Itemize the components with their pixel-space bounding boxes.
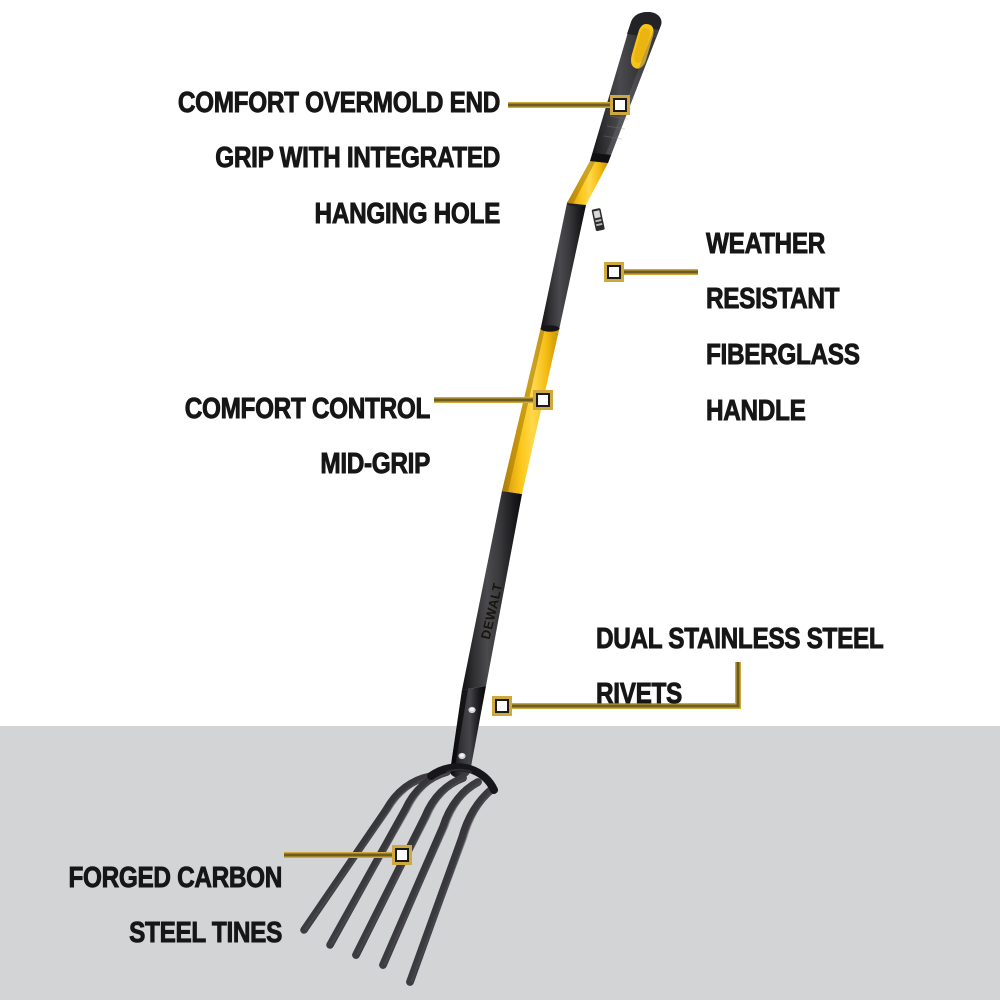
comfort-overmold-end-grip	[590, 12, 662, 163]
callout-fiberglass-handle-line-3: FIBERGLASS	[706, 339, 861, 372]
hanging-hole	[631, 24, 654, 69]
callout-tines-line-2: STEEL TINES	[129, 917, 283, 950]
marker-tines[interactable]	[392, 845, 412, 865]
callout-mid-grip-line-1: COMFORT CONTROL	[184, 392, 430, 425]
marker-mid-grip[interactable]	[533, 390, 553, 410]
shaft-label	[591, 208, 605, 232]
callout-end-grip-line-1: COMFORT OVERMOLD END	[177, 86, 500, 119]
rivet-upper	[468, 706, 476, 714]
lower-shaft	[462, 491, 522, 690]
callout-rivets-line-1: DUAL STAINLESS STEEL	[596, 622, 885, 655]
comfort-control-mid-grip	[540, 199, 586, 332]
gray-ground-band	[0, 726, 1000, 1000]
callout-mid-grip-line-2: MID-GRIP	[320, 448, 431, 481]
callout-tines: FORGED CARBON STEEL TINES	[54, 837, 283, 976]
callout-fiberglass-handle-line-4: HANDLE	[706, 394, 807, 427]
brand-logo-text: DEWALT	[478, 581, 506, 640]
marker-fiberglass-handle[interactable]	[604, 262, 624, 282]
callout-fiberglass-handle: WEATHER RESISTANT FIBERGLASS HANDLE	[706, 203, 941, 453]
callout-rivets: DUAL STAINLESS STEEL RIVETS	[596, 598, 932, 737]
callout-rivets-line-2: RIVETS	[596, 678, 683, 711]
callout-tines-line-1: FORGED CARBON	[68, 861, 283, 894]
callout-end-grip: COMFORT OVERMOLD END GRIP WITH INTEGRATE…	[130, 62, 500, 257]
callout-fiberglass-handle-line-1: WEATHER	[706, 227, 826, 260]
callout-mid-grip: COMFORT CONTROL MID-GRIP	[119, 368, 430, 507]
callout-end-grip-line-2: GRIP WITH INTEGRATED	[215, 142, 501, 175]
fiberglass-shaft-lower	[502, 327, 559, 494]
fiberglass-shaft-upper	[567, 161, 608, 232]
callout-end-grip-line-3: HANGING HOLE	[314, 198, 501, 231]
callout-fiberglass-handle-line-2: RESISTANT	[706, 283, 840, 316]
marker-end-grip[interactable]	[610, 95, 630, 115]
marker-rivets[interactable]	[492, 696, 512, 716]
